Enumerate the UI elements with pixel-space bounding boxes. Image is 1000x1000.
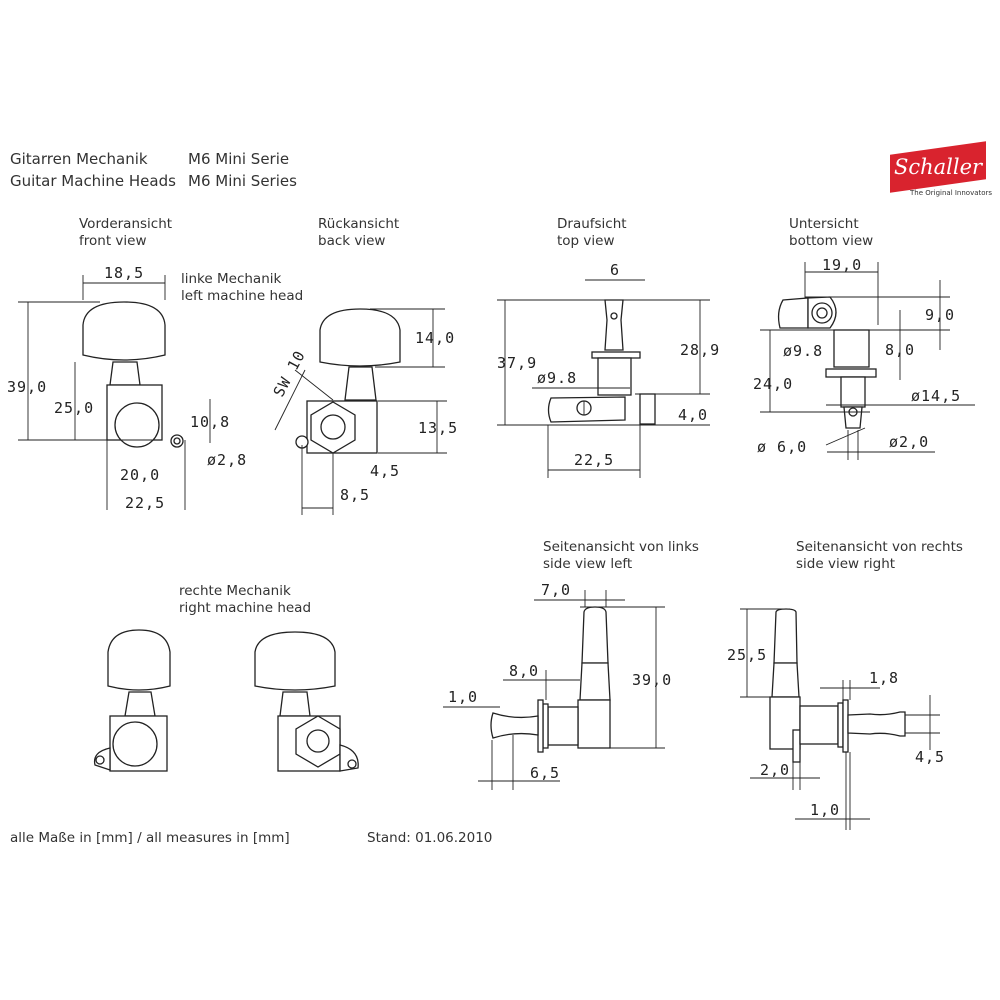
dim-bottom-width: 19,0 <box>822 256 862 274</box>
dim-back-body-height: 13,5 <box>418 419 458 437</box>
dim-back-lug-offset: 8,5 <box>340 486 370 504</box>
right-head-back-drawing <box>254 631 359 772</box>
side-right-drawing <box>740 608 940 830</box>
date-note: Stand: 01.06.2010 <box>367 830 493 846</box>
dim-side-left-height: 39,0 <box>632 671 672 689</box>
side-left-label-de: Seitenansicht von links <box>543 539 699 555</box>
dim-front-hole-dia: ø2,8 <box>207 451 247 469</box>
series-de: M6 Mini Serie <box>188 150 290 168</box>
bottom-view-label-en: bottom view <box>789 233 874 249</box>
dim-bottom-height: 24,0 <box>753 375 793 393</box>
dim-side-left-knob-width: 7,0 <box>541 581 571 599</box>
dim-bottom-hole-dia: ø2,0 <box>889 433 929 451</box>
top-view-label-en: top view <box>557 233 615 249</box>
dim-front-total-width: 22,5 <box>125 494 165 512</box>
dim-side-left-post: 6,5 <box>530 764 560 782</box>
units-note: alle Maße in [mm] / all measures in [mm] <box>10 830 290 846</box>
dim-side-right-tab: 2,0 <box>760 761 790 779</box>
dim-side-left-washer: 1,0 <box>448 688 478 706</box>
side-left-drawing <box>443 590 665 790</box>
dim-side-right-post-dia: 4,5 <box>915 748 945 766</box>
back-view-label-en: back view <box>318 233 386 249</box>
dim-side-right-plate: 1,0 <box>810 801 840 819</box>
dim-top-button-width: 22,5 <box>574 451 614 469</box>
dim-front-post-height: 25,0 <box>54 399 94 417</box>
bottom-view-label-de: Untersicht <box>789 216 859 232</box>
front-view-label-de: Vorderansicht <box>79 216 173 232</box>
side-right-label-en: side view right <box>796 556 896 572</box>
back-view-label-de: Rückansicht <box>318 216 400 232</box>
front-view-label-en: front view <box>79 233 147 249</box>
dim-front-knob-width: 18,5 <box>104 264 144 282</box>
dim-bottom-bushing-dia: ø9.8 <box>783 342 823 360</box>
dim-top-tab: 4,0 <box>678 406 708 424</box>
dim-side-right-knob-height: 25,5 <box>727 646 767 664</box>
dim-back-knob-height: 14,0 <box>415 329 455 347</box>
bottom-view-drawing <box>760 262 975 460</box>
back-view-drawing <box>274 308 447 515</box>
dim-side-left-bushing: 8,0 <box>509 662 539 680</box>
dim-top-bushing-dia: ø9.8 <box>537 369 577 387</box>
right-head-label-en: right machine head <box>179 600 312 616</box>
dim-bottom-washer-dia: ø14,5 <box>911 387 961 405</box>
dim-top-post-width: 6 <box>610 261 620 279</box>
left-head-label-en: left machine head <box>181 288 304 304</box>
right-head-front-drawing <box>93 629 171 772</box>
title-de: Gitarren Mechanik <box>10 150 148 168</box>
right-head-label-de: rechte Mechanik <box>179 583 291 599</box>
top-view-label-de: Draufsicht <box>557 216 627 232</box>
front-view-drawing <box>18 275 211 510</box>
dim-bottom-post-dia: ø 6,0 <box>757 438 807 456</box>
dim-front-hole-height: 10,8 <box>190 413 230 431</box>
dim-bottom-bushing-length: 8,0 <box>885 341 915 359</box>
dim-side-right-washer: 1,8 <box>869 669 899 687</box>
logo-tagline: The Original Innovators <box>910 189 993 197</box>
side-left-label-en: side view left <box>543 556 633 572</box>
dim-front-body-width: 20,0 <box>120 466 160 484</box>
dim-top-post-height: 28,9 <box>680 341 720 359</box>
dim-back-offset: 4,5 <box>370 462 400 480</box>
left-head-label-de: linke Mechanik <box>181 271 282 287</box>
dim-front-total-height: 39,0 <box>7 378 47 396</box>
dim-top-total-height: 37,9 <box>497 354 537 372</box>
series-en: M6 Mini Series <box>188 172 297 190</box>
title-en: Guitar Machine Heads <box>10 172 176 190</box>
top-view-drawing <box>497 279 710 478</box>
dim-bottom-plate: 9,0 <box>925 306 955 324</box>
side-right-label-de: Seitenansicht von rechts <box>796 539 963 555</box>
